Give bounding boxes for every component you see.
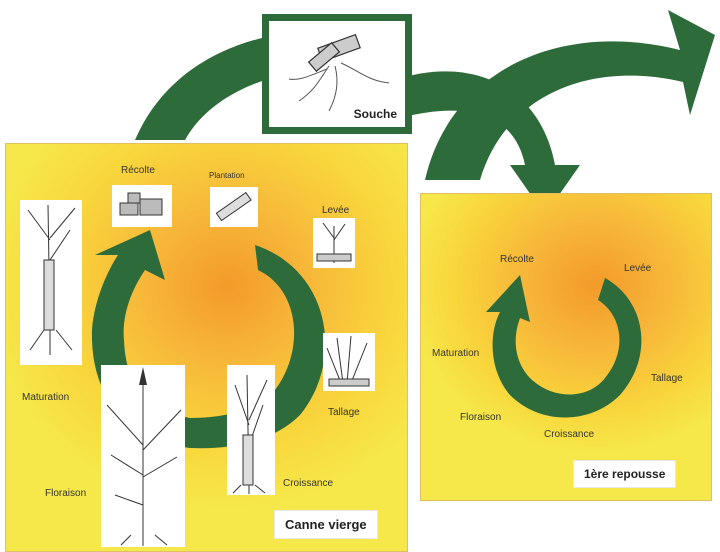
- premiere-repousse-label: 1ère repousse: [573, 460, 676, 488]
- right-cycle-arrow: [486, 275, 641, 418]
- right-label-recolte: Récolte: [500, 254, 534, 265]
- right-label-levee: Levée: [624, 263, 651, 274]
- right-label-floraison: Floraison: [460, 412, 501, 423]
- right-label-maturation: Maturation: [432, 348, 479, 359]
- right-label-tallage: Tallage: [651, 373, 683, 384]
- right-label-croissance: Croissance: [544, 429, 594, 440]
